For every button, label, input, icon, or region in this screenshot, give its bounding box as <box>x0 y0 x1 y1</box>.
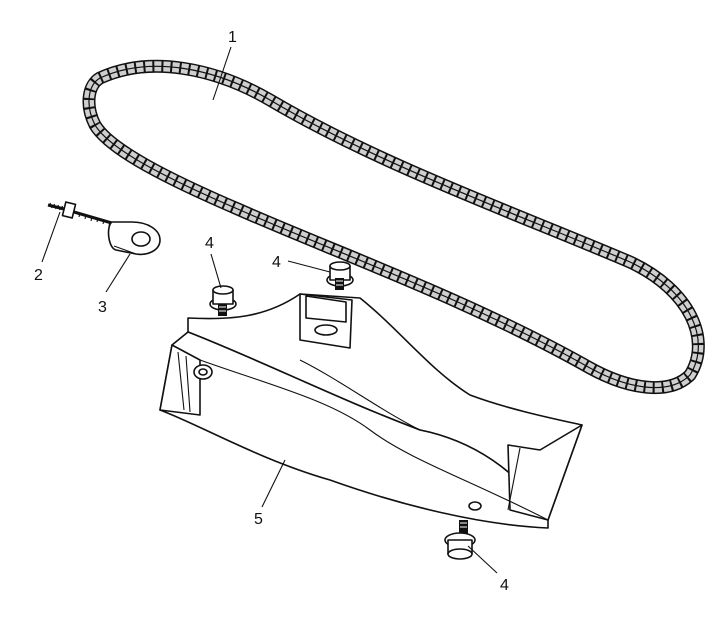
flange-nut <box>444 520 476 560</box>
callout-chain: 1 <box>228 29 237 46</box>
callout-adjuster-bolt: 2 <box>34 267 43 284</box>
leader-lines <box>41 46 498 574</box>
chain <box>82 59 705 395</box>
chain-guard <box>159 293 583 529</box>
callout-adjuster-plate: 3 <box>98 299 107 316</box>
callout-nut-bottom: 4 <box>500 577 509 594</box>
callout-nut-left: 4 <box>205 235 214 252</box>
callout-labels: 1 2 3 4 4 5 4 <box>34 29 509 594</box>
adjuster-plate <box>107 221 161 256</box>
flange-nut <box>326 261 354 290</box>
callout-guard: 5 <box>254 511 263 528</box>
flange-nut <box>209 285 237 316</box>
callout-nut-middle: 4 <box>272 254 281 271</box>
